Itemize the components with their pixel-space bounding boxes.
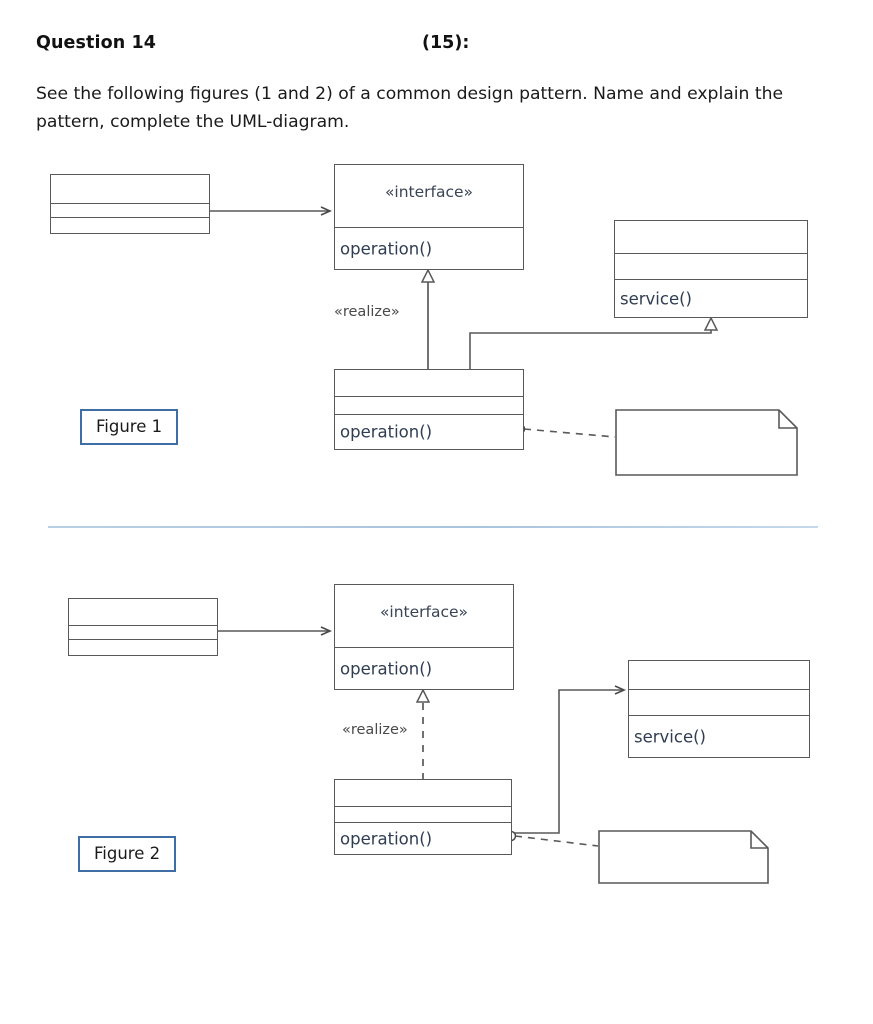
figure-1-caption: Figure 1 [80,409,179,445]
client-name-compartment [69,599,217,625]
figure-1-client-class[interactable] [50,174,210,234]
question-header: Question 14 (15): [36,33,826,63]
uml-note-shape [615,409,798,476]
figure-2-connectors [218,626,769,884]
impl-op-compartment: operation() [335,822,511,854]
service-name-compartment [629,661,809,689]
impl-op-compartment: operation() [335,414,523,449]
service-attr-compartment [629,689,809,715]
figure-2-client-class[interactable] [68,598,218,656]
uml-note-fold [778,410,797,429]
client-op-compartment [69,639,217,655]
edge-impl-to-note [523,428,616,438]
edge-impl-to-service [511,685,626,834]
figure-1-interface-class[interactable]: «interface» operation() [334,164,524,270]
impl-name-compartment [335,370,523,396]
figure-1-diagram: «interface» operation() service() operat… [0,160,873,490]
client-attr-compartment [69,625,217,639]
impl-attr-compartment [335,396,523,414]
interface-op-compartment: operation() [335,227,523,269]
figure-1-realize-label: «realize» [334,304,400,320]
service-name-compartment [615,221,807,253]
interface-name-compartment: «interface» [335,585,513,647]
client-op-compartment [51,217,209,233]
client-attr-compartment [51,203,209,217]
figure-2-service-class[interactable]: service() [628,660,810,758]
uml-note-shape [598,830,769,884]
question-instruction: See the following figures (1 and 2) of a… [36,84,784,132]
impl-name-compartment [335,780,511,806]
section-divider [48,526,818,528]
figure-1-service-class[interactable]: service() [614,220,808,318]
service-op-compartment: service() [629,715,809,757]
uml-note-fold [750,831,768,849]
service-op-compartment: service() [615,279,807,317]
figure-2-caption: Figure 2 [78,836,177,872]
figure-2-interface-class[interactable]: «interface» operation() [334,584,514,690]
impl-attr-compartment [335,806,511,822]
edge-impl-to-note [514,835,599,847]
edge-impl-to-service [469,318,711,370]
interface-stereotype: «interface» [384,183,474,201]
service-attr-compartment [615,253,807,279]
question-marks: (15): [422,33,470,53]
figure-2-impl-class[interactable]: operation() [334,779,512,855]
interface-stereotype: «interface» [379,603,469,621]
figure-1-impl-class-body[interactable]: operation() [334,369,524,450]
interface-op-compartment: operation() [335,647,513,689]
client-name-compartment [51,175,209,203]
figure-2-realize-label: «realize» [342,722,408,738]
figure-2-diagram: «interface» operation() service() operat… [0,580,873,910]
interface-name-compartment: «interface» [335,165,523,227]
page-title: Question 14 [36,33,157,53]
